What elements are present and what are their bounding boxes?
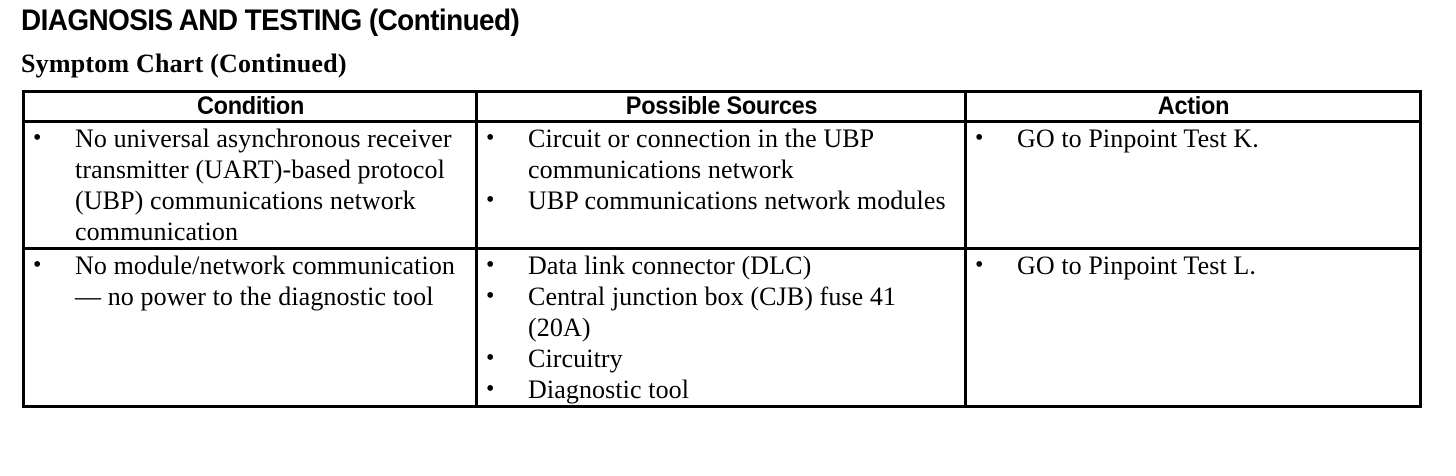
list-item: Circuit or connection in the UBP communi… [478, 123, 964, 185]
bullet-list-action: GO to Pinpoint Test L. [967, 250, 1419, 281]
bullet-list-condition: No module/network communication — no pow… [25, 250, 475, 312]
list-item: Central junction box (CJB) fuse 41 (20A) [478, 281, 964, 343]
bullet-list-action: GO to Pinpoint Test K. [967, 123, 1419, 154]
cell-action: GO to Pinpoint Test L. [964, 247, 1422, 408]
list-item: GO to Pinpoint Test K. [967, 123, 1419, 154]
table-header-row: Condition Possible Sources Action [24, 90, 1421, 123]
cell-action: GO to Pinpoint Test K. [964, 120, 1422, 250]
cell-possible-sources: Circuit or connection in the UBP communi… [475, 120, 967, 250]
list-item: GO to Pinpoint Test L. [967, 250, 1419, 281]
page-title: DIAGNOSIS AND TESTING (Continued) [21, 4, 520, 37]
table-row: No universal asynchronous receiver trans… [22, 120, 1422, 250]
page-subtitle: Symptom Chart (Continued) [21, 49, 347, 78]
table-body: No universal asynchronous receiver trans… [22, 120, 1422, 408]
bullet-list-possible-sources: Circuit or connection in the UBP communi… [478, 123, 964, 216]
column-header-condition: Condition [35, 90, 465, 123]
table-header: Condition Possible Sources Action [24, 90, 1421, 123]
list-item: Diagnostic tool [478, 374, 964, 405]
cell-possible-sources: Data link connector (DLC) Central juncti… [475, 247, 967, 408]
cell-condition: No universal asynchronous receiver trans… [22, 120, 478, 250]
column-header-action: Action [977, 90, 1409, 123]
bullet-list-condition: No universal asynchronous receiver trans… [25, 123, 475, 247]
list-item: UBP communications network modules [478, 185, 964, 216]
table-row: No module/network communication — no pow… [22, 247, 1422, 408]
bullet-list-possible-sources: Data link connector (DLC) Central juncti… [478, 250, 964, 405]
list-item: Circuitry [478, 343, 964, 374]
list-item: No module/network communication — no pow… [25, 250, 475, 312]
list-item: Data link connector (DLC) [478, 250, 964, 281]
cell-condition: No module/network communication — no pow… [22, 247, 478, 408]
symptom-chart-table: Condition Possible Sources Action No uni… [22, 90, 1422, 408]
column-header-possible-sources: Possible Sources [489, 90, 953, 123]
list-item: No universal asynchronous receiver trans… [25, 123, 475, 247]
